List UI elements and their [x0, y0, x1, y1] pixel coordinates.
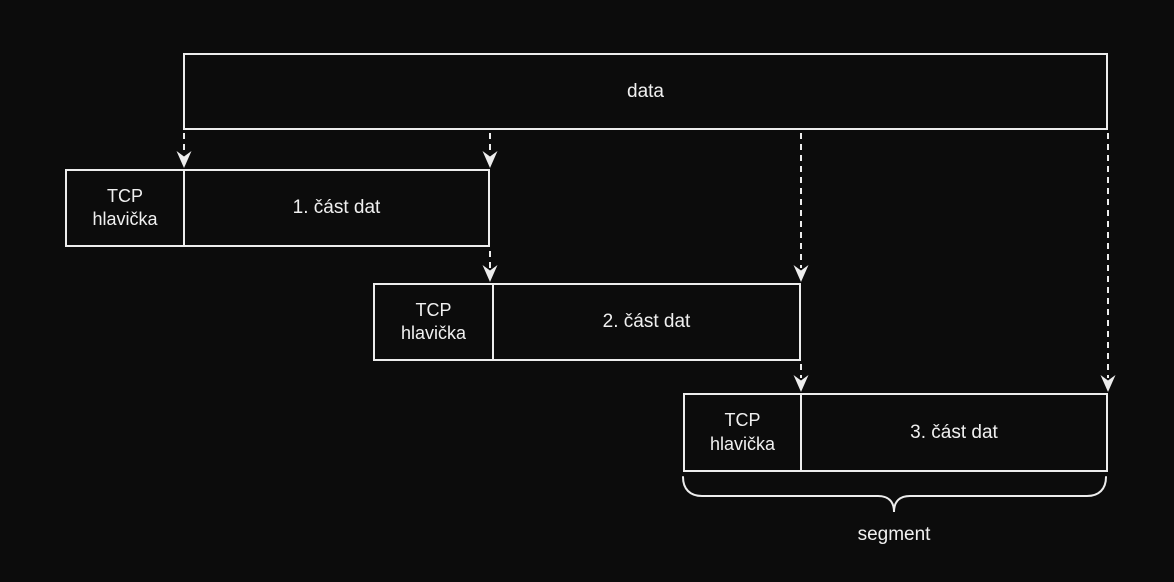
arrowhead-icon: [793, 265, 809, 282]
segment-2-box: TCP hlavička 2. část dat: [373, 283, 801, 361]
arrowhead-icon: [1100, 375, 1116, 392]
segment-1-box: TCP hlavička 1. část dat: [65, 169, 490, 247]
segment-2-header-label: TCP hlavička: [400, 299, 467, 343]
segment-brace: [682, 476, 1107, 513]
arrowhead-icon: [176, 151, 192, 168]
segment-3-box: TCP hlavička 3. část dat: [683, 393, 1108, 472]
segment-1-header-cell: TCP hlavička: [67, 171, 185, 245]
segment-3-header-cell: TCP hlavička: [685, 395, 802, 470]
data-box: data: [183, 53, 1108, 130]
segment-2-body-label: 2. část dat: [602, 311, 691, 332]
segment-1-header-label: TCP hlavička: [92, 185, 158, 229]
segment-3-header-label: TCP hlavička: [709, 410, 776, 454]
data-box-label: data: [627, 80, 664, 102]
arrowhead-icon: [482, 151, 498, 168]
arrowhead-icon: [482, 265, 498, 282]
segment-brace-label: segment: [857, 524, 931, 545]
segment-3-body-label: 3. část dat: [910, 421, 998, 443]
segment-2-header-cell: TCP hlavička: [375, 285, 494, 359]
segment-1-body-label: 1. část dat: [292, 197, 381, 218]
arrowhead-icon: [793, 375, 809, 392]
